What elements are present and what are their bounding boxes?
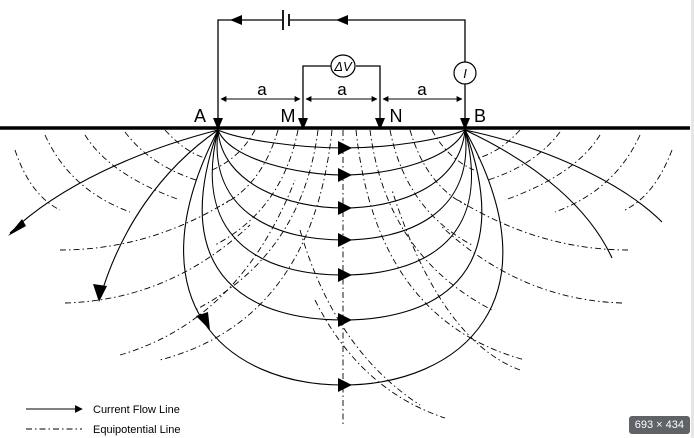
image-size-badge: 693 × 434 [628, 416, 690, 434]
wire-arrows [230, 15, 348, 25]
electrode-label-a: A [194, 106, 206, 126]
ammeter-label: I [463, 66, 467, 81]
flow-arrows [8, 141, 352, 392]
current-flow-lines [9, 129, 663, 386]
spacing-label-am: a [257, 80, 267, 99]
electrode-arrows [213, 118, 470, 130]
spacing-label-nb: a [417, 80, 427, 99]
electrode-label-b: B [474, 106, 486, 126]
equipotential-lines [14, 129, 673, 425]
legend: Current Flow Line Equipotential Line [26, 404, 180, 436]
scroll-edge [691, 0, 694, 438]
voltmeter: ΔV [330, 54, 356, 78]
spacing-label-mn: a [337, 80, 347, 99]
electrode-label-m: M [281, 106, 296, 126]
legend-current-label: Current Flow Line [93, 404, 180, 416]
voltmeter-label: ΔV [333, 59, 353, 74]
legend-equipotential-label: Equipotential Line [93, 424, 180, 436]
battery-icon [282, 10, 290, 30]
electrode-label-n: N [390, 106, 403, 126]
ammeter: I [453, 61, 477, 85]
circuit-wiring [217, 19, 466, 128]
